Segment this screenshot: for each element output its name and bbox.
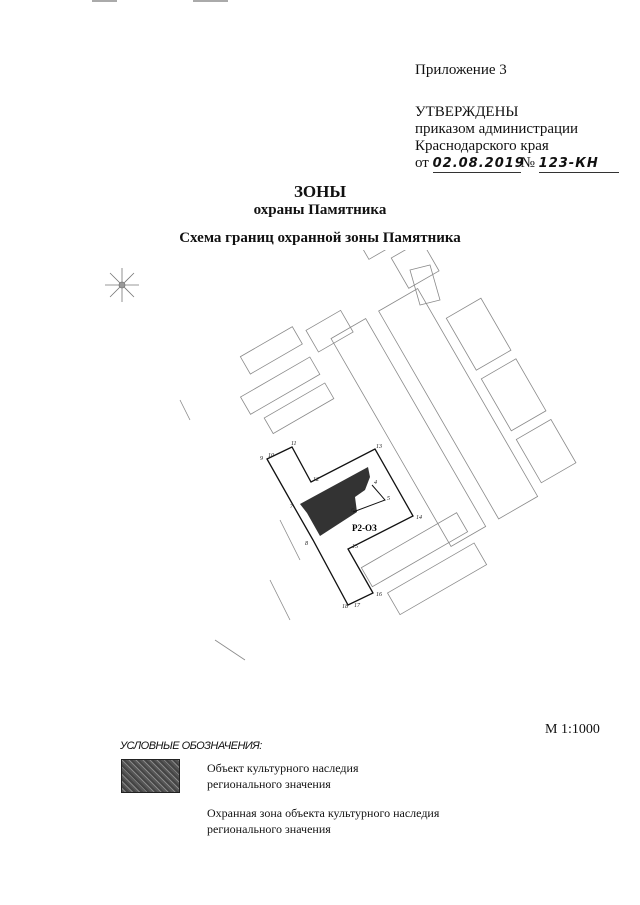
legend-title: УСЛОВНЫЕ ОБОЗНАЧЕНИЯ:	[120, 740, 262, 752]
approval-block: УТВЕРЖДЕНЫ приказом администрации Красно…	[415, 104, 619, 173]
surrounding-buildings	[179, 250, 577, 661]
order-line-1: приказом администрации	[415, 121, 579, 137]
boundary-point-label: 10	[268, 453, 274, 459]
compass-rose-icon	[105, 268, 139, 302]
boundary-point-label: 18	[342, 604, 348, 610]
legend-text: регионального значения	[207, 777, 331, 791]
boundary-point-label: 12	[313, 477, 319, 483]
protection-zone-map: Р2-ОЗ 4 5 6 7 8 9 10 11 12 13 14 15 16 17 18	[105, 250, 577, 661]
order-date-line: от 02.08.2019№ 123-КН	[415, 155, 619, 173]
boundary-point-label: 16	[376, 592, 382, 598]
boundary-point-label: 8	[305, 541, 308, 547]
boundary-point-label: 7	[290, 504, 294, 510]
boundary-point-label: 13	[376, 444, 382, 450]
boundary-point-label: 9	[260, 456, 263, 462]
legend-item-protection-zone: Охранная зона объекта культурного наслед…	[207, 805, 439, 837]
legend-swatch-heritage	[121, 759, 180, 793]
protection-zone-boundary	[266, 446, 414, 606]
boundary-point-label: 5	[387, 496, 390, 502]
legend-text: Охранная зона объекта культурного наслед…	[207, 806, 440, 820]
boundary-point-label: 17	[354, 603, 361, 609]
scan-artifact	[193, 0, 228, 2]
document-title: ЗОНЫ	[293, 182, 347, 201]
document-subtitle: охраны Памятника	[253, 202, 387, 218]
heritage-object	[300, 467, 386, 536]
map-scale: М 1:1000	[545, 722, 600, 737]
scheme-title: Схема границ охранной зоны Памятника	[179, 230, 461, 246]
boundary-point-label: 6	[351, 508, 354, 514]
date-prefix: от	[415, 155, 429, 171]
boundary-point-label: 11	[291, 441, 297, 447]
number-prefix: №	[520, 155, 535, 171]
appendix-label: Приложение 3	[415, 62, 507, 78]
legend-text: регионального значения	[207, 822, 331, 836]
order-number: 123-КН	[538, 155, 619, 173]
order-line-2: Краснодарского края	[415, 138, 549, 154]
boundary-point-label: 14	[416, 514, 422, 521]
legend-item-heritage: Объект культурного наследия региональног…	[207, 760, 358, 792]
scan-artifact	[92, 0, 117, 2]
order-date: 02.08.2019	[432, 156, 525, 173]
legend-text: Объект культурного наследия	[207, 761, 359, 775]
boundary-point-label: 15	[352, 544, 358, 550]
boundary-point-label: 4	[374, 479, 377, 486]
zone-label: Р2-ОЗ	[352, 523, 377, 533]
approved-heading: УТВЕРЖДЕНЫ	[415, 104, 519, 120]
